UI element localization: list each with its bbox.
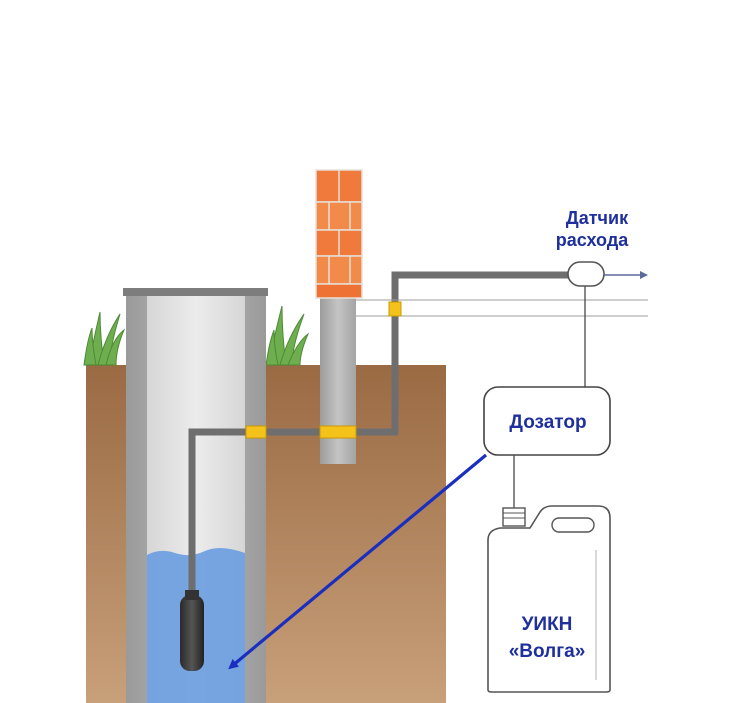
flow-sensor-label-line2: расхода [556, 230, 630, 250]
dosing-tube [228, 453, 488, 670]
dosing-unit-box [483, 386, 611, 456]
grass-tuft-icon [265, 305, 310, 366]
grass-tuft-icon [83, 311, 126, 366]
dosing-unit-label: Дозатор [509, 412, 586, 433]
arrow-head [640, 271, 648, 279]
canister-label-line1: УИКН [522, 614, 573, 635]
pump-cap [185, 590, 199, 600]
riser-pipe [188, 271, 595, 600]
flow-sensor-label-line1: Датчик [566, 208, 629, 228]
canister-label-line2: «Волга» [509, 641, 586, 662]
submersible-pump-icon [180, 595, 204, 671]
canister-icon [487, 505, 611, 693]
well-top-cap [123, 288, 268, 296]
cable-lines [356, 299, 648, 317]
flow-sensor-icon [567, 261, 605, 287]
pipe-couplings [245, 301, 402, 439]
pillar-base [320, 296, 356, 464]
brick-wall [315, 169, 363, 299]
